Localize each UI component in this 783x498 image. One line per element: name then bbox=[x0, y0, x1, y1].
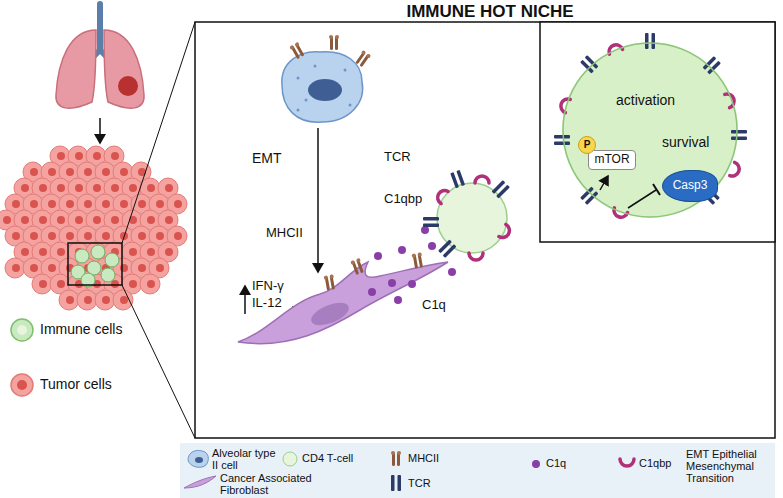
legend-label: CD4 T-cell bbox=[302, 452, 353, 464]
annotation-label: IFN-γ bbox=[252, 279, 284, 294]
legend-label: EMT Epithelial Mesenchymal Transition bbox=[686, 448, 772, 484]
t-cell bbox=[423, 170, 512, 260]
legend-label: C1q bbox=[546, 457, 566, 469]
node-label: P bbox=[584, 139, 591, 151]
legend-label: MHCII bbox=[408, 452, 439, 464]
panel-title: IMMUNE HOT NICHE bbox=[300, 2, 680, 22]
state-label: survival bbox=[662, 134, 709, 150]
lungs bbox=[56, 4, 144, 143]
immune-cells bbox=[71, 245, 119, 287]
legend-icons bbox=[11, 319, 634, 491]
annotation-label: C1q bbox=[422, 298, 446, 313]
annotation-label: MHCII bbox=[266, 226, 303, 241]
annotation-label: EMT bbox=[252, 150, 282, 166]
kinase-box: mTOR bbox=[588, 150, 636, 170]
node-label: Casp3 bbox=[673, 179, 708, 193]
inset-receptors bbox=[554, 33, 747, 219]
annotation-label: TCR bbox=[384, 150, 411, 165]
phospho-dot: P bbox=[578, 136, 596, 154]
tumor-cluster bbox=[0, 146, 187, 310]
legend-label: Immune cells bbox=[40, 322, 122, 337]
legend-label: Alveolar type II cell bbox=[212, 447, 278, 471]
alveolar-cell bbox=[282, 35, 371, 122]
cell-circle: activation survival mTORP Casp3 bbox=[562, 42, 738, 218]
state-label: activation bbox=[616, 92, 675, 108]
caspase-shape: Casp3 bbox=[662, 170, 718, 202]
legend-label: Tumor cells bbox=[40, 377, 112, 392]
legend-label: Cancer Associated Fibroblast bbox=[220, 472, 330, 496]
fibroblast bbox=[238, 252, 448, 343]
node-label: mTOR bbox=[594, 153, 629, 167]
annotation-label: IL-12 bbox=[252, 296, 282, 311]
legend-label: TCR bbox=[408, 477, 431, 489]
legend-label: C1qbp bbox=[639, 457, 671, 469]
annotation-label: C1qbp bbox=[384, 192, 422, 207]
